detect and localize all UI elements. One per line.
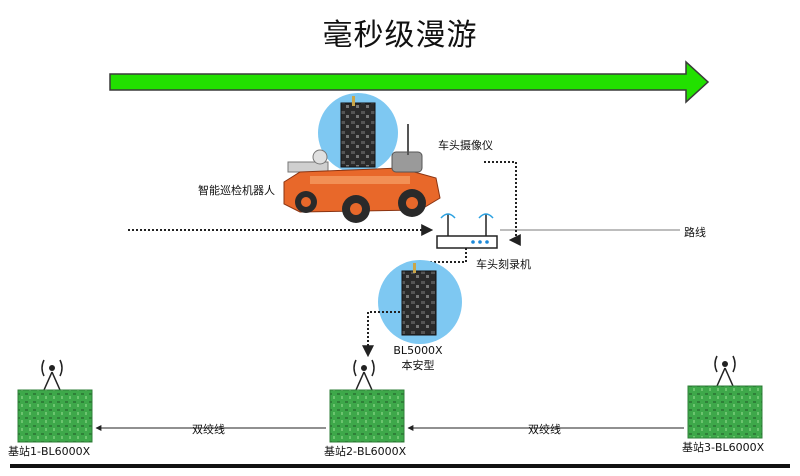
robot-icon xyxy=(283,124,441,223)
route-label: 路线 xyxy=(684,226,706,239)
router-icon xyxy=(436,213,498,249)
module-connector xyxy=(362,311,400,358)
module-label: BL5000X 本安型 xyxy=(382,344,454,373)
station3-antenna-icon xyxy=(714,355,736,387)
station1-antenna-icon xyxy=(41,359,63,391)
station1-board xyxy=(17,389,93,443)
module-model: BL5000X xyxy=(393,344,443,357)
camera-label: 车头摄像仪 xyxy=(438,139,493,152)
recorder-label: 车头刻录机 xyxy=(476,258,531,271)
station2-board xyxy=(329,389,405,443)
circuit-board-icon xyxy=(340,96,376,168)
station1-label: 基站1-BL6000X xyxy=(8,445,91,458)
cable-right-label: 双绞线 xyxy=(528,423,561,436)
station2-antenna-icon xyxy=(353,359,375,391)
station2-label: 基站2-BL6000X xyxy=(324,445,407,458)
station3-board xyxy=(687,385,763,439)
module-type: 本安型 xyxy=(401,359,435,372)
station3-label: 基站3-BL6000X xyxy=(682,441,765,454)
module-board-icon xyxy=(401,263,437,336)
bottom-rule xyxy=(10,464,790,468)
recorder-connector xyxy=(430,248,467,263)
camera-connector xyxy=(484,161,521,246)
cable-left-label: 双绞线 xyxy=(192,423,225,436)
robot-label: 智能巡检机器人 xyxy=(198,184,275,197)
roaming-direction-arrow xyxy=(109,60,710,104)
diagram-title: 毫秒级漫游 xyxy=(322,18,478,53)
